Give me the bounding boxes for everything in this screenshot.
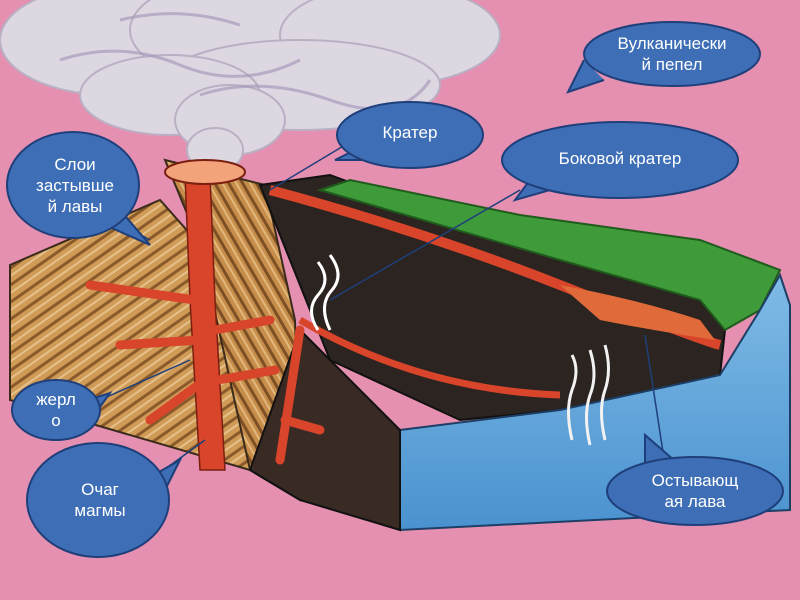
callout-side-crater-bubble bbox=[501, 121, 739, 202]
callout-side-crater: Боковой кратер bbox=[500, 120, 740, 202]
callout-volcanic-ash: Вулканически й пепел bbox=[566, 20, 762, 94]
crater-rim bbox=[164, 159, 246, 185]
sea-steam bbox=[567, 344, 610, 446]
callout-lava-layers: Слои застывше й лавы bbox=[5, 130, 151, 246]
callout-crater: Кратер bbox=[334, 100, 485, 170]
callout-vent: жерл о bbox=[10, 378, 113, 442]
label-cooling-lava: Остывающ ая лава bbox=[651, 471, 739, 511]
callout-volcanic-ash-bubble bbox=[566, 21, 761, 94]
callout-magma-chamber: Очаг магмы bbox=[25, 440, 183, 560]
label-side-crater: Боковой кратер bbox=[558, 148, 682, 168]
magma-branches bbox=[85, 280, 325, 465]
label-magma-chamber: Очаг магмы bbox=[74, 480, 126, 520]
label-crater: Кратер bbox=[382, 122, 438, 142]
label-lava-layers: Слои застывше й лавы bbox=[36, 154, 114, 216]
label-vent: жерл о bbox=[36, 390, 76, 430]
ash-cloud bbox=[0, 0, 501, 173]
callout-cooling-lava: Остывающ ая лава bbox=[605, 432, 785, 527]
label-volcanic-ash: Вулканически й пепел bbox=[617, 34, 727, 74]
